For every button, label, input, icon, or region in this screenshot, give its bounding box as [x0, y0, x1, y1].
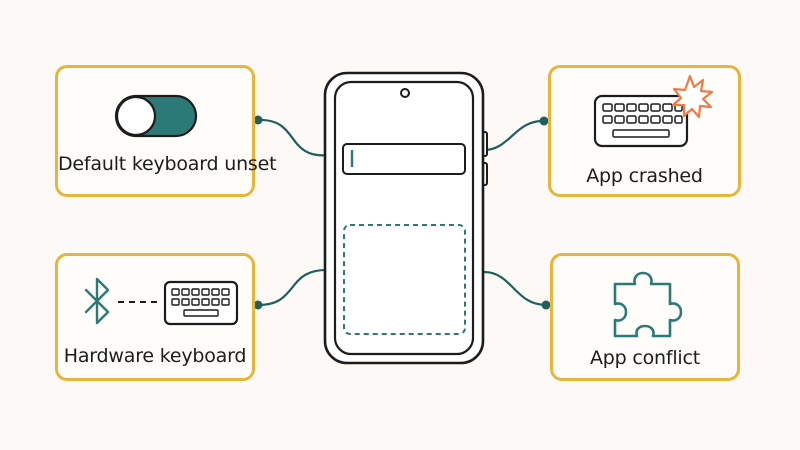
label-hardware-keyboard: Hardware keyboard: [63, 345, 247, 367]
label-default-keyboard-unset: Default keyboard unset: [58, 153, 277, 175]
text-input-field: [342, 143, 466, 175]
front-camera: [400, 88, 410, 98]
toggle-switch-icon: [114, 94, 198, 138]
missing-keyboard-area: [343, 224, 466, 335]
label-app-crashed: App crashed: [586, 165, 703, 187]
connector-dot-bottom-right: [541, 300, 551, 310]
connector-dot-top-left: [253, 115, 263, 125]
keyboard-icon: [163, 280, 239, 326]
card-hardware-keyboard: Hardware keyboard: [55, 253, 255, 381]
connector-top-left: [256, 118, 332, 157]
connector-dot-top-right: [539, 116, 549, 126]
connector-bottom-left: [256, 268, 332, 307]
card-default-keyboard-unset: Default keyboard unset: [55, 65, 277, 197]
phone-screen: [333, 80, 475, 356]
card-app-crashed: App crashed: [548, 65, 741, 197]
keyboard-icon: [593, 94, 689, 148]
connector-dot-bottom-left: [253, 300, 263, 310]
connector-bottom-right: [482, 270, 548, 307]
card-app-conflict: App conflict: [550, 253, 740, 381]
crash-burst-icon: [671, 74, 714, 119]
bluetooth-icon: [84, 277, 110, 325]
hardware-keyboard-illustration: [84, 277, 239, 326]
label-app-conflict: App conflict: [589, 347, 700, 369]
connector-top-right: [482, 119, 546, 152]
puzzle-piece-icon: [613, 271, 683, 338]
app-crashed-illustration: [593, 74, 714, 148]
